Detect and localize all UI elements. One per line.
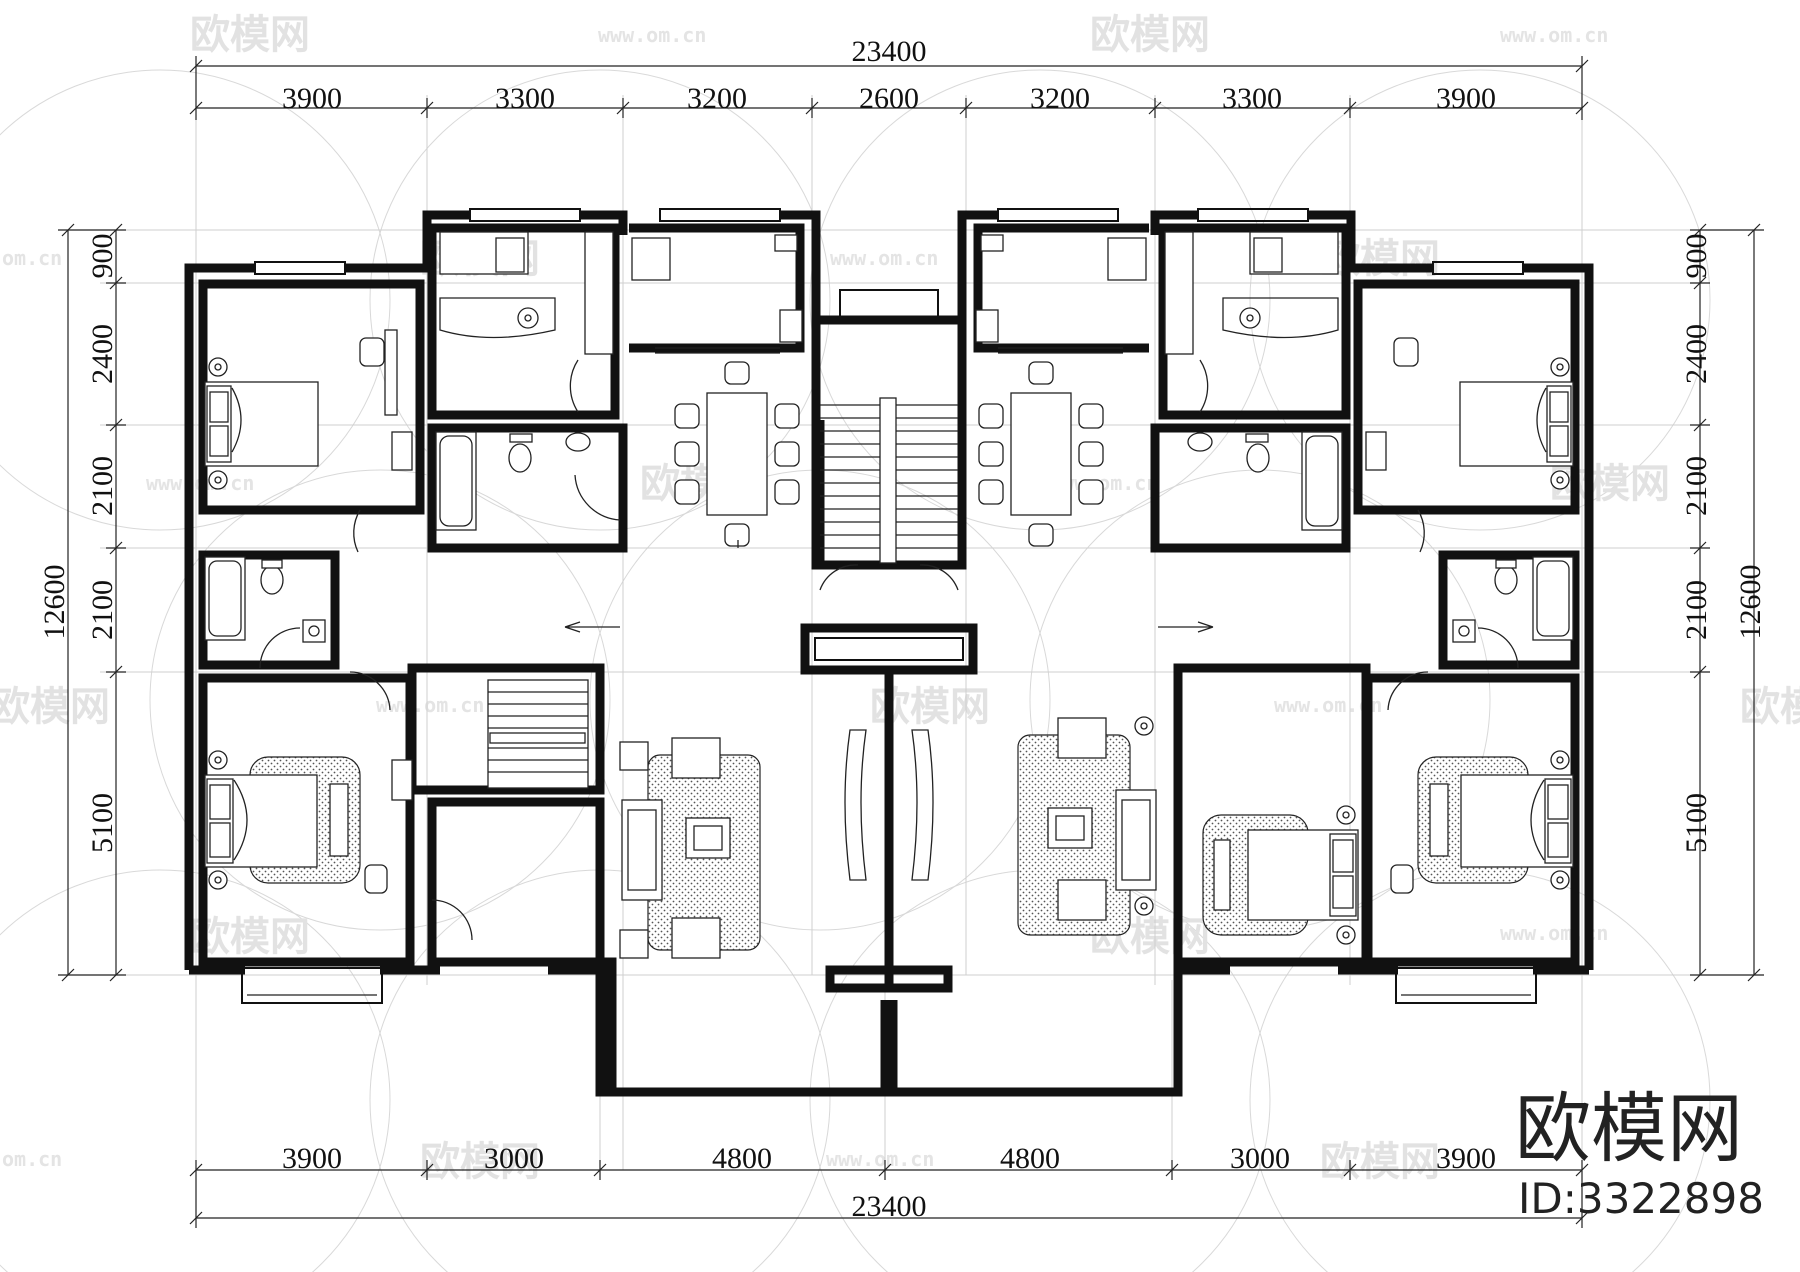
dimension-segment: 5100 — [1680, 793, 1713, 853]
dimension-segment: 3900 — [1436, 1142, 1496, 1175]
dimension-total-right: 12600 — [1734, 565, 1767, 640]
watermark-logo: 欧模网 — [0, 684, 110, 730]
stove — [774, 234, 798, 252]
dimension-segment: 3000 — [484, 1142, 544, 1175]
dimension-segment: 4800 — [1000, 1142, 1060, 1175]
watermark-logos: 欧模网 欧模网 欧模网 欧模网 欧模网 欧模网 欧模网 欧模网 欧模网 欧模网 … — [0, 12, 1800, 1185]
fridge — [631, 237, 671, 281]
dimension-segment: 3200 — [1030, 82, 1090, 115]
dining-table — [674, 361, 800, 547]
dimension-top: 23400 3900 3300 3200 2600 3200 3300 3900 — [189, 35, 1589, 120]
door-swing — [569, 359, 579, 413]
dimension-segment: 3300 — [495, 82, 555, 115]
stair — [487, 679, 589, 789]
exterior-wall — [184, 210, 830, 970]
wardrobe — [384, 329, 398, 416]
tv-cabinet — [844, 729, 867, 881]
dimension-segment: 3900 — [282, 82, 342, 115]
brand-logo: 欧模网 ID:3322898 — [1515, 1084, 1764, 1223]
watermark-url: www.om.cn — [1500, 23, 1608, 47]
toilet — [260, 565, 284, 595]
dimension-segment: 2100 — [86, 456, 119, 516]
watermark-logo: 欧模网 — [1090, 12, 1210, 58]
cabinet — [584, 231, 614, 355]
watermark-url: www.om.cn — [598, 23, 706, 47]
desk — [391, 759, 413, 801]
apartment-unit-left — [184, 208, 890, 1097]
watermark-url: www.om.cn — [376, 693, 484, 717]
door-swing — [431, 899, 473, 941]
brand-logo-text: 欧模网 — [1515, 1084, 1743, 1173]
sink — [779, 309, 803, 343]
dimension-segment: 900 — [86, 234, 119, 279]
dimension-segment: 3900 — [1436, 82, 1496, 115]
direction-arrow — [564, 621, 620, 633]
desk — [391, 431, 413, 471]
window — [254, 261, 346, 275]
double-bed — [204, 357, 319, 490]
dimension-total-left: 12600 — [38, 565, 71, 640]
dimension-segment: 2600 — [859, 82, 919, 115]
brand-id-text: ID:3322898 — [1518, 1174, 1764, 1223]
door-swing — [259, 627, 301, 669]
dimension-total-top: 23400 — [852, 35, 927, 68]
watermark-logo: 欧模网 — [1320, 1139, 1440, 1185]
window — [469, 208, 581, 222]
watermark-logo: 欧模网 — [420, 1139, 540, 1185]
dimension-segment: 3000 — [1230, 1142, 1290, 1175]
dimension-segment: 3200 — [687, 82, 747, 115]
central-staircase — [603, 289, 978, 1092]
chair — [359, 337, 385, 367]
watermark-url: www.om.cn — [830, 246, 938, 270]
watermark-logo: 欧模网 — [190, 914, 310, 960]
kitchen-counter — [439, 231, 556, 339]
dimension-segment: 2100 — [86, 580, 119, 640]
sofa-set — [619, 737, 761, 959]
dimension-segment: 3900 — [282, 1142, 342, 1175]
sink — [565, 432, 591, 452]
watermark-url: www.om.cn — [826, 1147, 934, 1171]
chair — [364, 864, 388, 894]
watermark-url-edge: om.cn — [2, 246, 62, 270]
watermark-logo: 欧模网 — [1320, 236, 1440, 282]
dimension-segment: 2400 — [1680, 324, 1713, 384]
door-swing — [574, 474, 621, 521]
bathtub — [435, 431, 477, 531]
dimension-segment: 900 — [1680, 234, 1713, 279]
dimension-bottom: 3900 3000 4800 4800 3000 3900 23400 — [189, 1142, 1589, 1228]
dimension-segment: 2100 — [1680, 456, 1713, 516]
door-swing — [353, 509, 361, 553]
watermark-url-edge: om.cn — [2, 1147, 62, 1171]
apartment-unit-right — [888, 208, 1594, 1097]
dimension-total-bottom: 23400 — [852, 1190, 927, 1223]
watermark-logo: 欧模网 — [1740, 684, 1800, 730]
bay-window — [241, 967, 383, 1004]
dimension-segment: 2100 — [1680, 580, 1713, 640]
double-bed — [204, 750, 361, 890]
window — [659, 208, 781, 222]
watermark-logo: 欧模网 — [1550, 461, 1670, 507]
dimension-left: 12600 900 2400 2100 2100 5100 — [38, 223, 126, 982]
bathtub — [204, 556, 246, 641]
dimension-segment: 5100 — [86, 793, 119, 853]
door-swing — [349, 671, 391, 711]
watermark-logo: 欧模网 — [190, 12, 310, 58]
toilet — [508, 443, 532, 473]
dimension-segment: 3300 — [1222, 82, 1282, 115]
dimension-segment: 2400 — [86, 324, 119, 384]
dimension-right: 900 2400 2100 2100 5100 12600 — [1680, 223, 1767, 982]
dimension-segment: 4800 — [712, 1142, 772, 1175]
